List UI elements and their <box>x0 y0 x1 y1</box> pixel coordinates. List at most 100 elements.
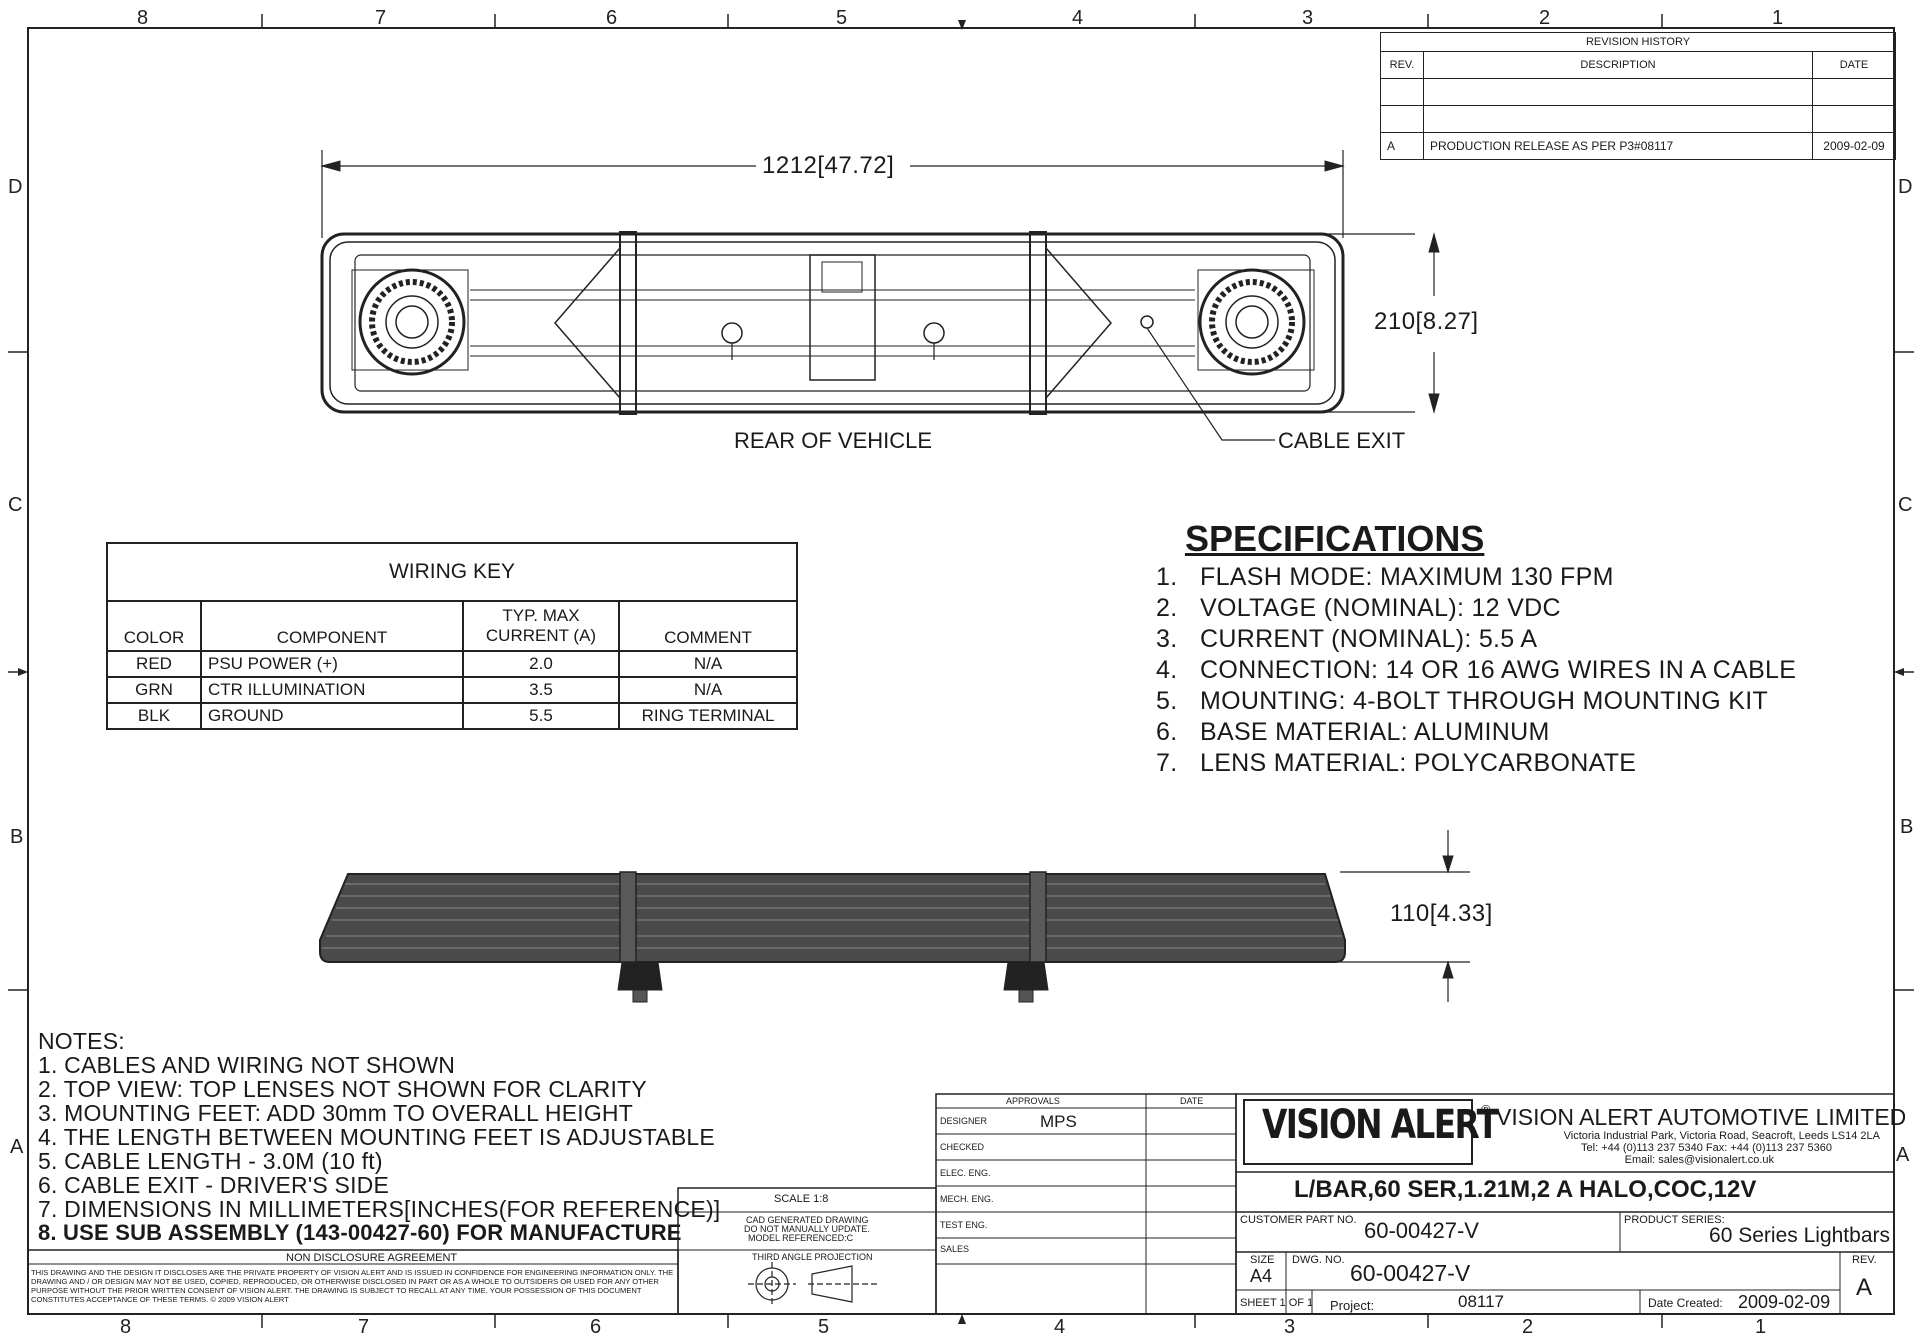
zone-top-7: 7 <box>375 7 387 29</box>
side-height-mm: 110 <box>1390 900 1430 927</box>
note-item: 1. CABLES AND WIRING NOT SHOWN <box>38 1052 456 1078</box>
revision-history-table: REVISION HISTORY REV. DESCRIPTION DATE A… <box>1380 32 1896 160</box>
zone-left-c: C <box>8 494 23 516</box>
zone-top-2: 2 <box>1539 7 1551 29</box>
zone-bottom-6: 6 <box>590 1316 602 1338</box>
zone-bottom-5: 5 <box>818 1316 830 1338</box>
approvals-date-header: DATE <box>1180 1096 1204 1106</box>
zone-left-a: A <box>10 1136 24 1158</box>
cad-note-2: DO NOT MANUALLY UPDATE. <box>744 1224 870 1234</box>
side-view <box>319 830 1470 1003</box>
length-mm: 1212 <box>762 152 818 179</box>
table-row: A PRODUCTION RELEASE AS PER P3#08117 200… <box>1380 132 1896 160</box>
title-block-grid <box>27 1093 1895 1315</box>
component-header: COMPONENT <box>200 600 464 652</box>
customer-part-number: 60-00427-V <box>1364 1218 1479 1243</box>
product-series: 60 Series Lightbars <box>1709 1224 1890 1247</box>
approval-role: DESIGNER <box>940 1116 988 1126</box>
height-in: [8.27] <box>1415 308 1479 335</box>
current-cell: 2.0 <box>462 650 620 678</box>
table-row: RED PSU POWER (+) 2.0 N/A <box>106 650 798 678</box>
date-created: 2009-02-09 <box>1738 1292 1831 1312</box>
side-height-dimension: 110[4.33] <box>1390 900 1493 928</box>
zone-left-d: D <box>8 176 23 198</box>
drawing-title: L/BAR,60 SER,1.21M,2 A HALO,COC,12V <box>1294 1176 1757 1203</box>
third-angle-projection-icon <box>748 1262 880 1306</box>
projection-label: THIRD ANGLE PROJECTION <box>752 1252 873 1262</box>
sheet-number: SHEET 1 OF 1 <box>1240 1297 1314 1309</box>
approval-role: TEST ENG. <box>940 1220 988 1230</box>
zone-right-b: B <box>1900 816 1914 838</box>
zone-right-d: D <box>1898 176 1913 198</box>
color-cell: RED <box>106 650 202 678</box>
date-header: DATE <box>1812 51 1896 79</box>
comment-header: COMMENT <box>618 600 798 652</box>
note-item: 4. THE LENGTH BETWEEN MOUNTING FEET IS A… <box>38 1124 715 1150</box>
zone-bottom-7: 7 <box>358 1316 370 1338</box>
dwg-number: 60-00427-V <box>1350 1260 1471 1286</box>
color-cell: GRN <box>106 676 202 704</box>
spec-item: 3.CURRENT (NOMINAL): 5.5 A <box>1156 625 1538 653</box>
centering-arrows <box>18 20 1904 1324</box>
length-dimension: 1212[47.72] <box>762 152 894 180</box>
zone-ticks-sides <box>8 351 1914 991</box>
current-header-top: TYP. MAX <box>502 606 580 625</box>
cable-exit-label: CABLE EXIT <box>1278 428 1406 453</box>
zone-bottom-1: 1 <box>1755 1316 1767 1338</box>
zone-bottom-8: 8 <box>120 1316 132 1338</box>
rev-value: A <box>1856 1274 1873 1301</box>
company-phone: Tel: +44 (0)113 237 5340 Fax: +44 (0)113… <box>1581 1142 1832 1154</box>
component-cell: GROUND <box>200 702 464 730</box>
wiring-key-table: WIRING KEY COLOR COMPONENT TYP. MAX CURR… <box>106 542 798 730</box>
top-view <box>320 150 1440 441</box>
height-dimension: 210[8.27] <box>1374 308 1479 336</box>
table-row: BLK GROUND 5.5 RING TERMINAL <box>106 702 798 730</box>
project-number: 08117 <box>1458 1292 1505 1311</box>
size-value: A4 <box>1250 1266 1273 1286</box>
rear-of-vehicle-label: REAR OF VEHICLE <box>734 428 933 453</box>
zone-top-6: 6 <box>606 7 618 29</box>
color-header: COLOR <box>106 600 202 652</box>
current-cell: 3.5 <box>462 676 620 704</box>
nda-title: NON DISCLOSURE AGREEMENT <box>286 1252 458 1264</box>
zone-bottom-4: 4 <box>1054 1316 1066 1338</box>
date-created-label: Date Created: <box>1648 1296 1723 1310</box>
dwg-no-label: DWG. NO. <box>1292 1254 1345 1266</box>
table-row: GRN CTR ILLUMINATION 3.5 N/A <box>106 676 798 704</box>
zone-ticks-top <box>261 14 1663 28</box>
cad-note-1: CAD GENERATED DRAWING <box>746 1215 869 1225</box>
zone-top-5: 5 <box>836 7 848 29</box>
approval-role: CHECKED <box>940 1142 985 1152</box>
current-header-bottom: CURRENT (A) <box>485 626 597 645</box>
rev-label: REV. <box>1852 1254 1877 1266</box>
revision-history-title: REVISION HISTORY <box>1380 32 1896 52</box>
zone-right-c: C <box>1898 494 1913 516</box>
zone-top-3: 3 <box>1302 7 1314 29</box>
spec-item: 2.VOLTAGE (NOMINAL): 12 VDC <box>1156 594 1561 622</box>
company-address: Victoria Industrial Park, Victoria Road,… <box>1563 1130 1880 1142</box>
zone-bottom-2: 2 <box>1522 1316 1534 1338</box>
side-height-in: [4.33] <box>1429 900 1493 927</box>
company-name: VISION ALERT AUTOMOTIVE LIMITED <box>1496 1104 1907 1130</box>
comment-cell: RING TERMINAL <box>618 702 798 730</box>
approval-role: SALES <box>940 1244 970 1254</box>
rev-header: REV. <box>1380 51 1424 79</box>
vision-alert-logo: VISION ALERT <box>1262 1102 1499 1148</box>
spec-item: 7.LENS MATERIAL: POLYCARBONATE <box>1156 749 1637 777</box>
spec-item: 6.BASE MATERIAL: ALUMINUM <box>1156 718 1550 746</box>
approval-role: ELEC. ENG. <box>940 1168 991 1178</box>
zone-bottom-3: 3 <box>1284 1316 1296 1338</box>
date-cell: 2009-02-09 <box>1812 132 1896 160</box>
approvals-title: APPROVALS <box>1006 1096 1060 1106</box>
project-label: Project: <box>1330 1298 1375 1313</box>
comment-cell: N/A <box>618 676 798 704</box>
description-cell: PRODUCTION RELEASE AS PER P3#08117 <box>1423 132 1813 160</box>
nda-text: THIS DRAWING AND THE DESIGN IT DISCLOSES… <box>31 1268 674 1304</box>
scale-label: SCALE 1:8 <box>774 1193 829 1205</box>
comment-cell: N/A <box>618 650 798 678</box>
note-item: 2. TOP VIEW: TOP LENSES NOT SHOWN FOR CL… <box>38 1076 647 1102</box>
color-cell: BLK <box>106 702 202 730</box>
rev-cell: A <box>1380 132 1424 160</box>
description-header: DESCRIPTION <box>1423 51 1813 79</box>
note-item: 5. CABLE LENGTH - 3.0M (10 ft) <box>38 1148 383 1174</box>
